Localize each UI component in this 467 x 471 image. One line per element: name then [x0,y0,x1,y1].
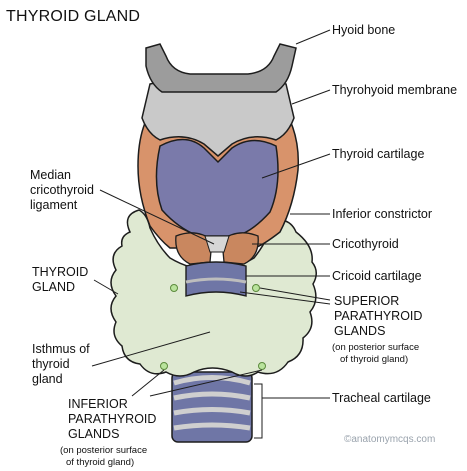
label-superior-note-2: of thyroid gland) [340,354,409,365]
label-isthmus-line-3: gland [32,372,63,386]
superior-parathyroid-left [170,284,178,292]
hyoid-bone-shape [145,43,297,93]
leader-thyroid-gland [93,279,119,295]
label-cricothyroid: Cricothyroid [332,237,399,251]
thyroid-cartilage-shape [155,138,279,237]
label-inferior-line-2: PARATHYROID [68,412,157,426]
tracheal-ring-4 [173,422,251,431]
label-median-line-3: ligament [30,198,78,212]
bracket-tracheal [254,383,263,439]
label-isthmus-line-1: Isthmus of [32,342,90,356]
label-superior-line-2: PARATHYROID [334,309,423,323]
diagram-title: THYROID GLAND [6,8,141,25]
tracheal-ring-3 [173,407,251,416]
label-isthmus-line-2: thyroid [32,357,70,371]
leader-thyrohyoid [291,89,331,105]
label-thyrohyoid-membrane: Thyrohyoid membrane [332,83,458,97]
inferior-parathyroid-right [258,362,266,370]
label-thyroid-cartilage: Thyroid cartilage [332,147,425,161]
label-tracheal-cartilage: Tracheal cartilage [332,391,431,405]
watermark: ©anatomymcqs.com [344,434,436,445]
label-thyroid-gland-line-2: GLAND [32,280,76,294]
leader-superior-parathyroid-b [239,291,331,305]
median-cricothyroid-ligament-shape [204,235,230,253]
leader-hyoid [295,29,331,45]
label-median-line-2: cricothyroid [30,183,94,197]
cricoid-band [185,277,247,284]
superior-parathyroid-right [252,284,260,292]
label-cricoid-cartilage: Cricoid cartilage [332,269,422,283]
label-hyoid-bone: Hyoid bone [332,23,396,37]
leader-inferior-parathyroid-a [131,369,165,397]
label-superior-line-1: SUPERIOR [334,294,400,308]
leader-inferior-parathyroid-b [149,369,263,397]
label-inferior-constrictor: Inferior constrictor [332,207,433,221]
label-thyroid-gland-line-1: THYROID [32,265,89,279]
leader-superior-parathyroid-a [259,287,331,301]
trachea [171,371,253,443]
leader-thyroid-cartilage [261,153,331,179]
inferior-parathyroid-left [160,362,168,370]
label-inferior-note-2: of thyroid gland) [66,457,135,468]
label-inferior-line-1: INFERIOR [68,397,128,411]
label-inferior-note-1: (on posterior surface [60,445,148,456]
label-median-line-1: Median [30,168,71,182]
label-superior-line-3: GLANDS [334,324,386,338]
tracheal-ring-1 [173,375,251,386]
leader-lines [91,29,331,439]
label-superior-note-1: (on posterior surface [332,342,420,353]
label-inferior-line-3: GLANDS [68,427,120,441]
tracheal-ring-2 [173,391,251,401]
leader-median-cricothyroid [99,189,215,245]
leader-isthmus [91,331,211,367]
